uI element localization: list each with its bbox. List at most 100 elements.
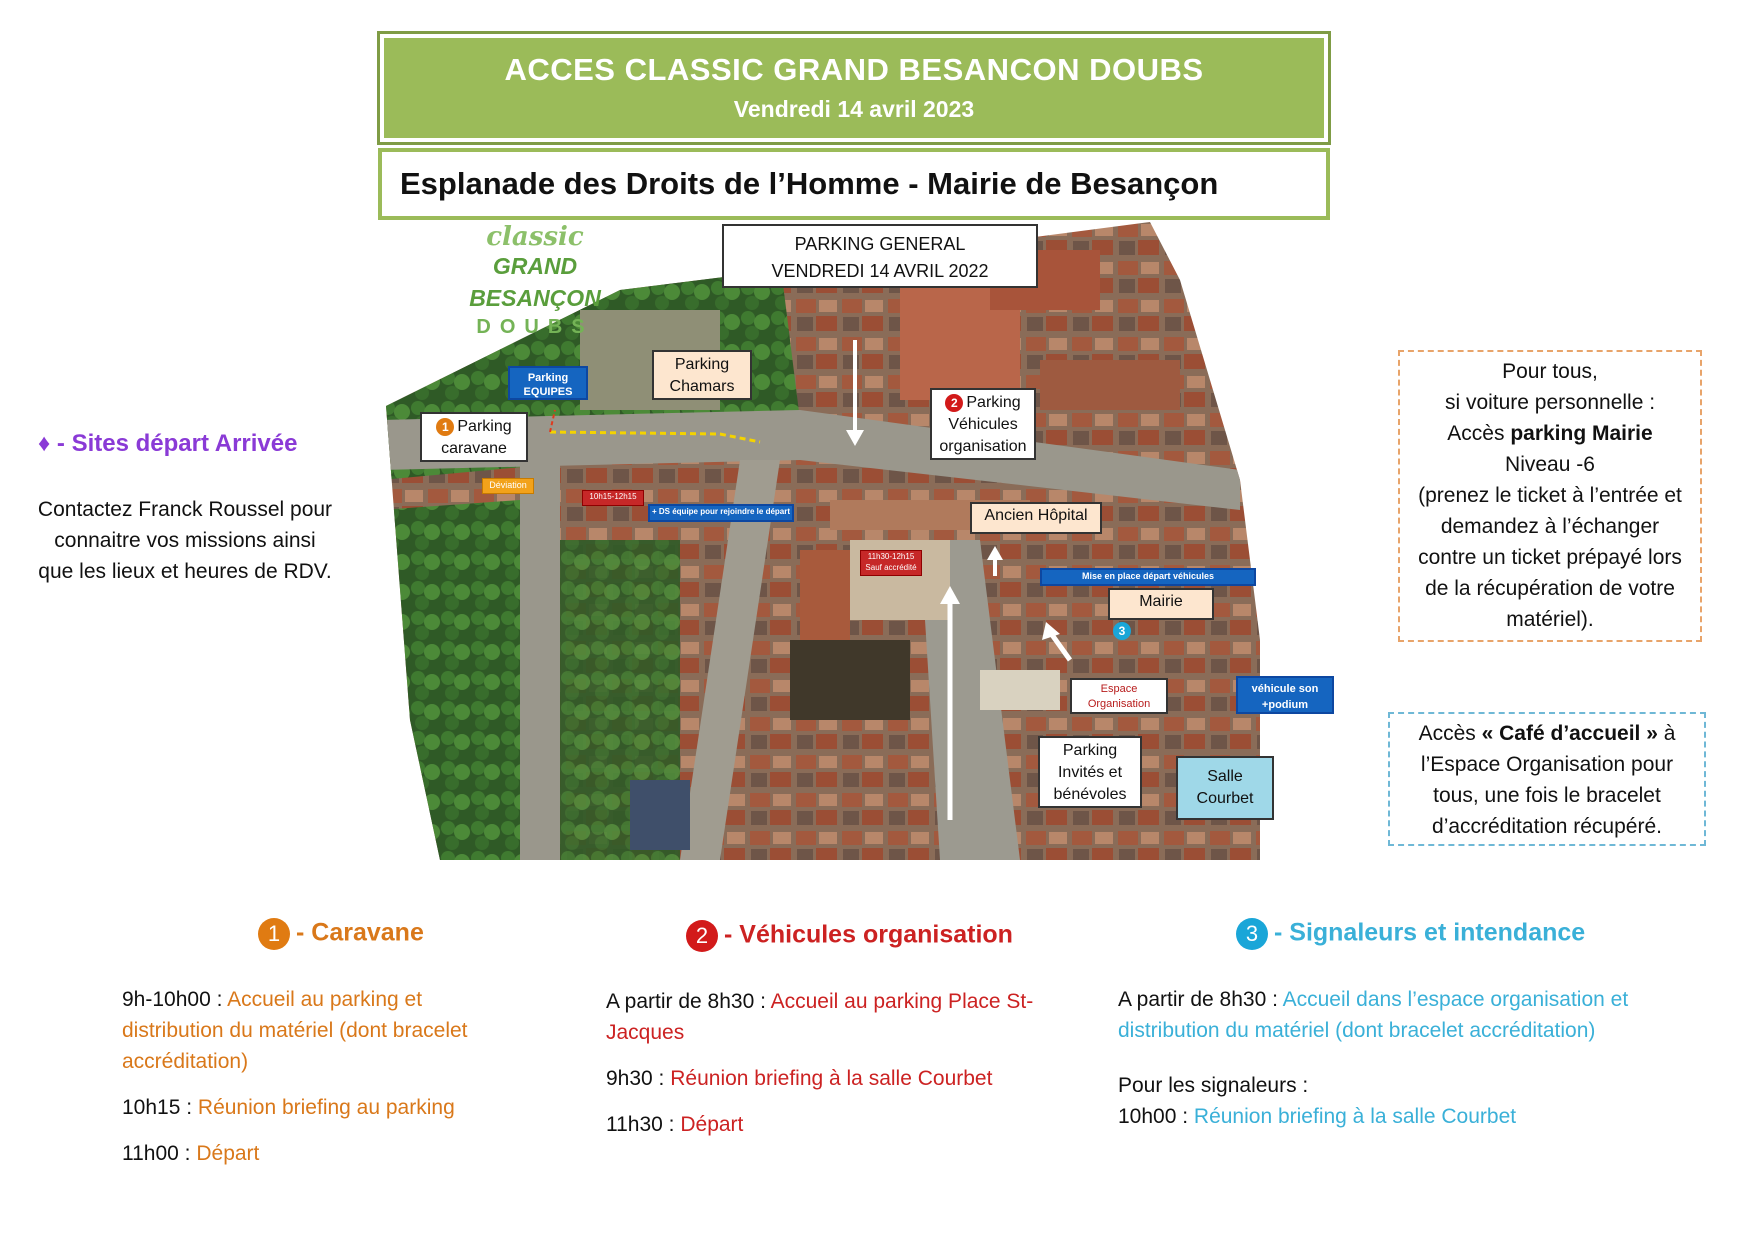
courbet-line2: Courbet [1196, 790, 1254, 807]
caravane-desc-1c: accréditation) [122, 1050, 249, 1073]
sites-body: Contactez Franck Roussel pour connaitre … [14, 494, 356, 587]
caravane-title: 1- Caravane [258, 918, 424, 950]
page-title: ACCES CLASSIC GRAND BESANCON DOUBS [504, 52, 1204, 87]
aerial-map [386, 222, 1260, 860]
espace-line2: Organisation [1087, 698, 1151, 710]
parking-info-line1: Pour tous, [1502, 360, 1598, 383]
map-label-salle-courbet: Salle Courbet [1176, 756, 1274, 820]
signaleurs-subheading: Pour les signaleurs : [1118, 1074, 1309, 1097]
logo-line2: GRAND BESANÇON [469, 253, 601, 311]
classic-logo: classic GRAND BESANÇON DOUBS [428, 222, 642, 338]
caravane-time-2: 10h15 : [122, 1096, 198, 1119]
map-label-deviation: Déviation [482, 478, 534, 494]
vehicules-time-1: A partir de 8h30 : [606, 990, 771, 1013]
espace-line1: Espace [1100, 683, 1138, 695]
map-label-ds-equipe: + DS équipe pour rejoindre le départ [648, 504, 794, 522]
logo-line1: classic [486, 222, 584, 252]
signaleurs-item-2: 10h00 : Réunion briefing à la salle Cour… [1118, 1101, 1718, 1132]
invites-line3: bénévoles [1053, 786, 1127, 803]
caravane-desc-3: Départ [196, 1142, 260, 1165]
signaleurs-desc-3: Réunion briefing à la salle Courbet [1193, 1105, 1517, 1128]
vehicules-desc-3: Départ [680, 1113, 744, 1136]
time-b-line2: Sauf accrédité [865, 563, 917, 572]
map-label-vehicule-son: véhicule son +podium [1236, 676, 1334, 714]
parking-general-label: PARKING GENERAL VENDREDI 14 AVRIL 2022 [722, 224, 1038, 288]
map-label-espace-organisation: Espace Organisation [1070, 678, 1168, 714]
number-3-icon: 3 [1113, 622, 1131, 640]
vehicules-desc-1a: Accueil au parking Place St- [770, 990, 1034, 1013]
chamars-line1: Parking [674, 356, 730, 373]
venue-banner: Esplanade des Droits de l’Homme - Mairie… [378, 148, 1330, 220]
sites-body-line2: connaitre vos missions ainsi [54, 529, 316, 552]
venue-title: Esplanade des Droits de l’Homme - Mairie… [400, 166, 1219, 201]
invites-line1: Parking [1062, 742, 1118, 759]
caravane-title-text: - Caravane [296, 918, 424, 947]
chamars-line2: Chamars [669, 378, 735, 395]
cafe-info-line3: tous, une fois le bracelet [1433, 784, 1661, 807]
caravane-time-3: 11h00 : [122, 1142, 197, 1165]
vehicules-item-1: A partir de 8h30 : Accueil au parking Pl… [606, 986, 1076, 1048]
caravane-desc-1a: Accueil au parking et [227, 988, 423, 1011]
number-2-icon: 2 [945, 393, 964, 412]
vehicules-schedule: A partir de 8h30 : Accueil au parking Pl… [606, 986, 1076, 1155]
logo-line3: DOUBS [476, 316, 594, 338]
vehicules-title-text: - Véhicules organisation [724, 920, 1013, 949]
sites-body-line3: que les lieux et heures de RDV. [38, 560, 332, 583]
map-label-mairie: Mairie [1108, 588, 1214, 620]
courbet-line1: Salle [1207, 768, 1243, 785]
time-b-line1: 11h30-12h15 [867, 552, 915, 561]
signaleurs-desc-1a: Accueil dans l’espace organisation et [1282, 988, 1629, 1011]
vehicules-line1: Parking [966, 394, 1021, 411]
parking-info-line5: (prenez le ticket à l’entrée et [1418, 484, 1682, 507]
sites-body-line1: Contactez Franck Roussel pour [37, 498, 333, 521]
signaleurs-time-3: 10h00 : [1118, 1105, 1194, 1128]
parking-info-line3: Accès parking Mairie [1400, 418, 1700, 449]
parking-info-line8: de la récupération de votre [1425, 577, 1675, 600]
caravane-item-1: 9h-10h00 : Accueil au parking et distrib… [122, 984, 542, 1077]
map-label-parking-invites: Parking Invités et bénévoles [1038, 736, 1142, 808]
signaleurs-time-1: A partir de 8h30 : [1118, 988, 1283, 1011]
vehicule-son-line2: +podium [1261, 699, 1309, 711]
caravane-line1: Parking [457, 418, 512, 435]
cafe-info-box: Accès « Café d’accueil » à l’Espace Orga… [1388, 712, 1706, 846]
vehicules-time-2: 9h30 : [606, 1067, 671, 1090]
parking-general-line1: PARKING GENERAL [794, 234, 966, 254]
map-label-parking-equipes: Parking EQUIPES [508, 366, 588, 400]
map-label-ancien-hopital: Ancien Hôpital [970, 502, 1102, 534]
signaleurs-desc-1b: distribution du matériel (dont bracelet … [1118, 1019, 1596, 1042]
map-label-parking-chamars: Parking Chamars [652, 350, 752, 400]
sites-title: ♦ - Sites départ Arrivée [38, 430, 298, 457]
vehicule-son-line1: véhicule son [1251, 683, 1319, 695]
number-3-badge: 3 [1236, 918, 1268, 950]
caravane-item-2: 10h15 : Réunion briefing au parking [122, 1092, 542, 1123]
cafe-info-line4: d’accréditation récupéré. [1432, 815, 1662, 838]
page-subtitle: Vendredi 14 avril 2023 [733, 96, 975, 122]
signaleurs-schedule: A partir de 8h30 : Accueil dans l’espace… [1118, 984, 1718, 1132]
vehicules-item-3: 11h30 : Départ [606, 1109, 1076, 1140]
map-label-time-a: 10h15-12h15 [582, 490, 644, 506]
vehicules-desc-2: Réunion briefing à la salle Courbet [670, 1067, 993, 1090]
parking-info-line6: demandez à l’échanger [1440, 515, 1660, 538]
caravane-item-3: 11h00 : Départ [122, 1138, 542, 1169]
caravane-desc-1b: distribution du matériel (dont bracelet [122, 1019, 468, 1042]
parking-info-box: Pour tous, si voiture personnelle : Accè… [1398, 350, 1702, 642]
map-label-mise-en-place: Mise en place départ véhicules [1040, 568, 1256, 586]
cafe-info-line1: Accès « Café d’accueil » à [1390, 718, 1704, 749]
vehicules-desc-1b: Jacques [606, 1021, 685, 1044]
parking-info-line2: si voiture personnelle : [1444, 391, 1656, 414]
parking-general-line2: VENDREDI 14 AVRIL 2022 [771, 261, 989, 281]
parking-info-line7: contre un ticket prépayé lors [1418, 546, 1682, 569]
caravane-time-1: 9h-10h00 : [122, 988, 228, 1011]
number-1-badge: 1 [258, 918, 290, 950]
caravane-desc-2: Réunion briefing au parking [197, 1096, 455, 1119]
parking-info-line3a: Accès [1447, 422, 1511, 445]
header-banner: ACCES CLASSIC GRAND BESANCON DOUBS Vendr… [377, 31, 1331, 145]
caravane-line2: caravane [441, 440, 507, 457]
map-label-time-b: 11h30-12h15 Sauf accrédité [860, 550, 922, 576]
number-1-icon: 1 [436, 417, 455, 436]
cafe-accueil-text: « Café d’accueil » [1481, 722, 1658, 745]
cafe-info-line1a: Accès [1418, 722, 1482, 745]
vehicules-line2: Véhicules [948, 416, 1018, 433]
